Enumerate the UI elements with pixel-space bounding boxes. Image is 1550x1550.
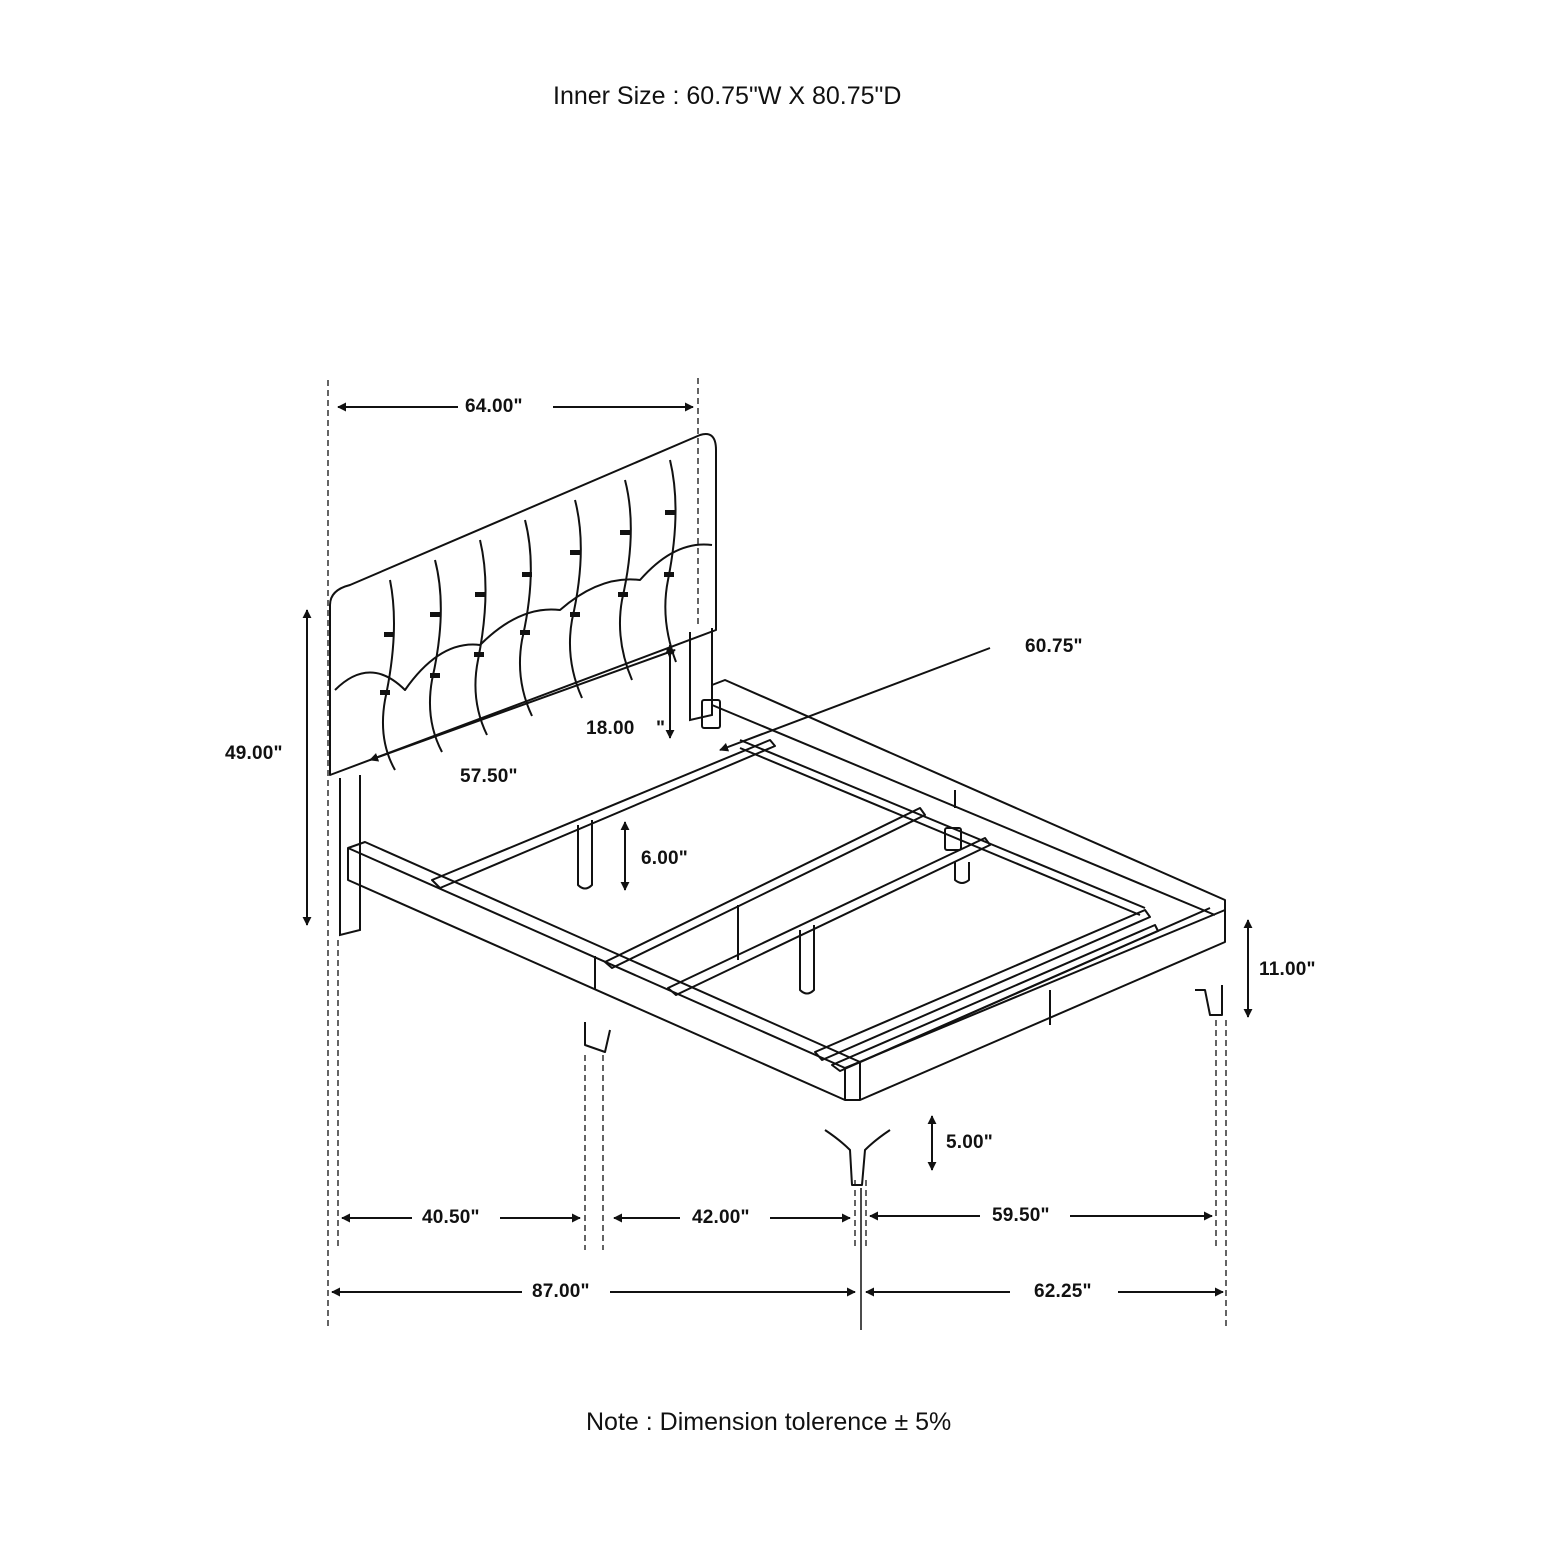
headboard-posts (339, 628, 713, 937)
segment-middle-label: 42.00" (692, 1207, 750, 1228)
rail-height-label: 11.00" (1259, 959, 1316, 980)
bed-frame (347, 679, 1226, 1186)
slat-leg-height-label: 6.00" (641, 848, 688, 869)
overall-width-label: 62.25" (1034, 1281, 1092, 1302)
overall-length-label: 87.00" (532, 1281, 590, 1302)
headboard-width-label: 64.00" (465, 396, 523, 417)
headboard-height-unit: " (656, 718, 666, 739)
dimension-arrows (302, 402, 1253, 1330)
tolerance-note: Note : Dimension tolerence ± 5% (586, 1408, 952, 1436)
extension-lines (327, 378, 1227, 1330)
segment-right-label: 59.50" (992, 1205, 1050, 1226)
side-rail-length-label: 60.75" (1025, 636, 1083, 657)
segment-left-label: 40.50" (422, 1207, 480, 1228)
inner-size-caption: Inner Size : 60.75"W X 80.75"D (553, 82, 902, 110)
leg-height-label: 5.00" (946, 1132, 993, 1153)
inner-width-label: 57.50" (460, 766, 518, 787)
headboard-height-label: 18.00 (586, 718, 635, 739)
overall-height-label: 49.00" (225, 743, 283, 764)
